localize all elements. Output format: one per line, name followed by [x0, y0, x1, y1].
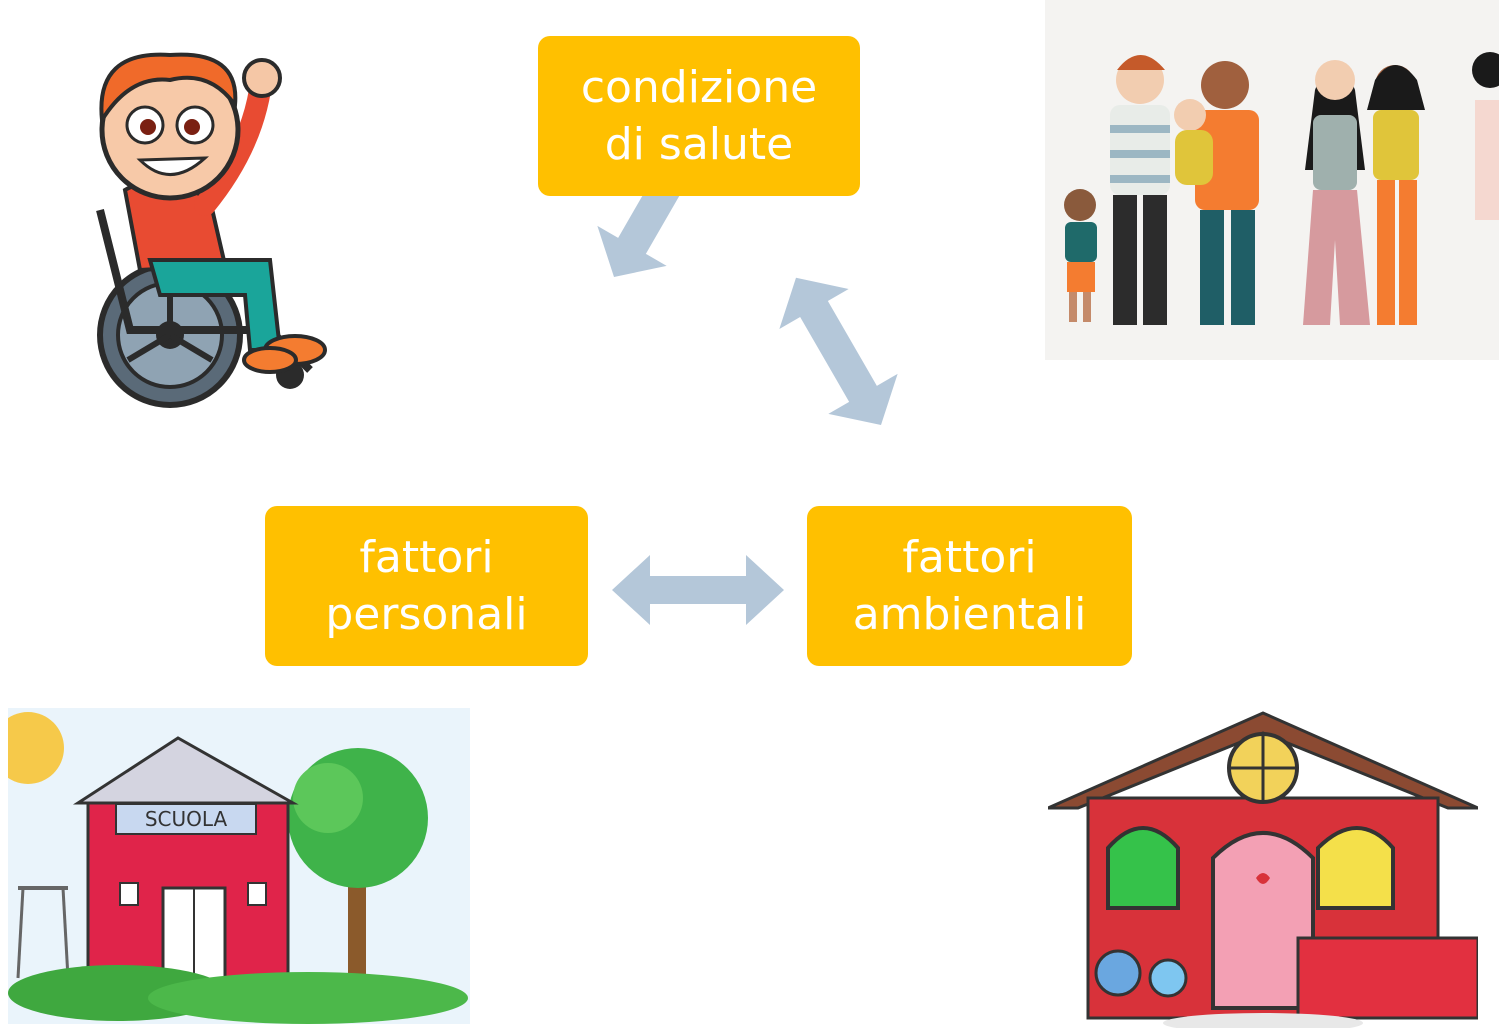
arrow-horizontal — [612, 555, 784, 625]
node-left-line1: fattori — [359, 531, 494, 583]
node-fattori-personali: fattori personali — [265, 506, 588, 666]
node-condizione-di-salute: condizione di salute — [538, 36, 860, 196]
node-top-line1: condizione — [580, 61, 818, 113]
school-sign-text: SCUOLA — [145, 807, 228, 831]
arrow-right-diagonal — [761, 257, 916, 445]
child-in-wheelchair-image — [96, 52, 327, 408]
family-group-image — [1045, 0, 1499, 360]
house-image — [1048, 708, 1478, 1028]
school-image: SCUOLA — [8, 708, 470, 1024]
node-right-line2: ambientali — [852, 589, 1087, 640]
node-fattori-ambientali: fattori ambientali — [807, 506, 1132, 666]
node-left-line2: personali — [325, 589, 528, 640]
node-right-line1: fattori — [902, 531, 1037, 583]
node-top-line2: di salute — [604, 119, 794, 170]
